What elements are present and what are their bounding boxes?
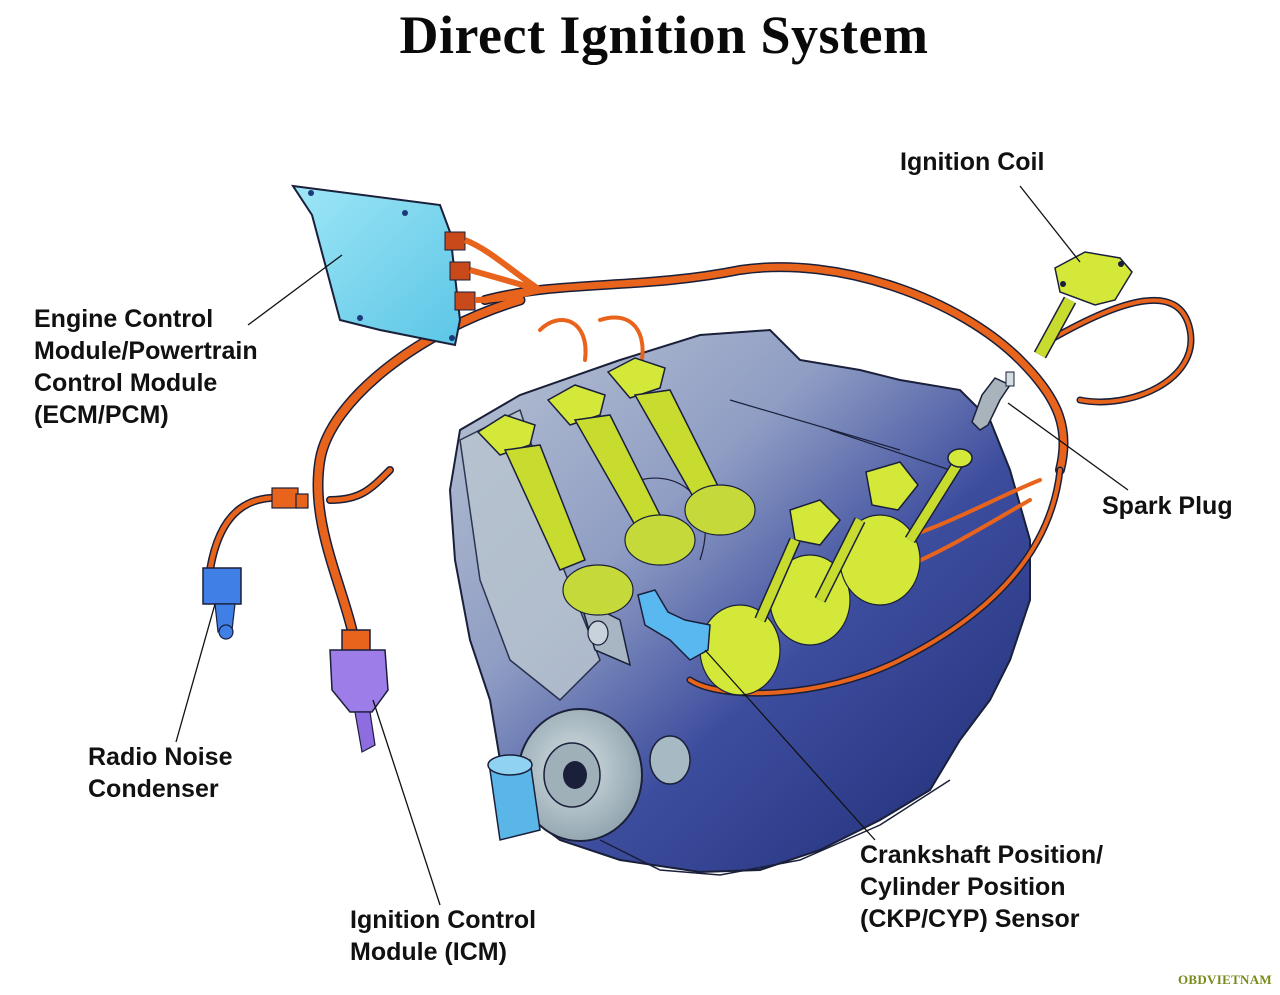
label-ckp-cyp-sensor: Crankshaft Position/ Cylinder Position (…: [860, 839, 1103, 935]
ignition-coil: [1033, 251, 1133, 359]
spark-plug: [971, 371, 1015, 431]
label-line: (ECM/PCM): [34, 401, 169, 429]
label-line: Ignition Control: [350, 906, 537, 934]
crankshaft-pulley: [517, 708, 691, 842]
ignition-coils-right-bank: [699, 448, 973, 696]
leader-line-condenser: [175, 603, 216, 743]
leader-line-ignition-coil: [1019, 185, 1081, 263]
label-radio-noise-condenser: Radio Noise Condenser: [88, 741, 232, 805]
leader-line-ecm: [247, 254, 343, 326]
watermark: OBDVIETNAM: [1177, 972, 1272, 987]
label-line: Control Module: [34, 369, 218, 397]
label-line: Engine Control: [34, 305, 214, 333]
label-line: (CKP/CYP) Sensor: [860, 905, 1080, 933]
label-line: Cylinder Position: [860, 873, 1066, 901]
ecm-module: [290, 184, 542, 347]
ignition-control-module: [329, 629, 389, 753]
label-ignition-coil: Ignition Coil: [900, 146, 1044, 178]
leader-line-ckp-sensor: [704, 649, 876, 841]
radio-noise-condenser: [202, 487, 309, 640]
ignition-coils-left-bank: [476, 357, 756, 616]
label-line: Crankshaft Position/: [860, 841, 1104, 869]
label-line: Radio Noise: [88, 743, 233, 771]
label-line: Ignition Coil: [900, 148, 1045, 176]
label-line: Spark Plug: [1102, 492, 1233, 520]
leader-lines: [175, 185, 1129, 906]
label-icm: Ignition Control Module (ICM): [350, 904, 536, 968]
label-line: Module/Powertrain: [34, 337, 258, 365]
label-spark-plug: Spark Plug: [1102, 490, 1233, 522]
oil-filter: [487, 754, 541, 841]
label-line: Module (ICM): [350, 938, 507, 966]
leader-line-spark-plug: [1007, 402, 1129, 491]
ckp-sensor: [637, 589, 711, 661]
label-ecm-pcm: Engine Control Module/Powertrain Control…: [34, 303, 258, 431]
leader-line-icm: [372, 699, 441, 906]
diagram-title: Direct Ignition System: [399, 5, 929, 65]
label-line: Condenser: [88, 775, 219, 803]
